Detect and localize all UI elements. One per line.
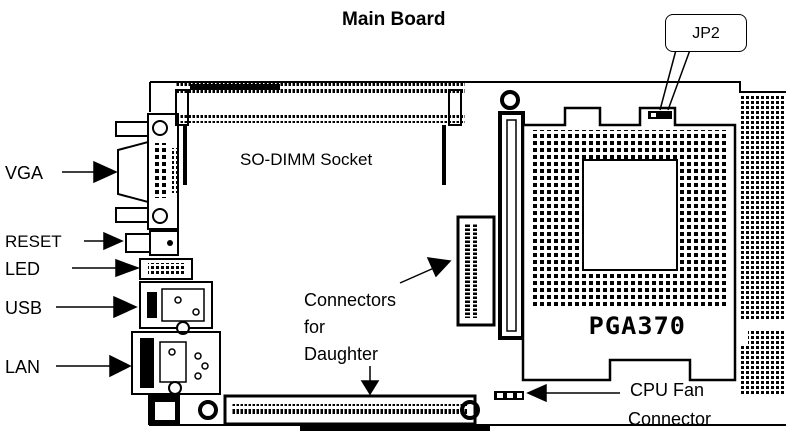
callout-arrows	[56, 160, 620, 403]
sodimm-label: SO-DIMM Socket	[240, 150, 373, 169]
jp2-callout: JP2	[665, 14, 747, 52]
connectors-label-line1: Connectors	[304, 290, 397, 310]
diagram-title: Main Board	[342, 9, 446, 30]
reset-led-area	[125, 230, 193, 280]
sodimm-socket	[175, 83, 465, 185]
lan-connector	[131, 331, 221, 395]
cpu-fan-connector	[494, 391, 524, 400]
led-label: LED	[5, 259, 41, 279]
connectors-label-line3: Daughter	[304, 344, 379, 364]
vga-label: VGA	[5, 163, 44, 183]
jp2-jumper	[648, 49, 691, 119]
usb-label: USB	[5, 298, 43, 318]
bottom-connector	[223, 394, 490, 431]
board-outline	[148, 81, 786, 426]
cpufan-label-line2: Connector	[628, 409, 712, 429]
jp2-label: JP2	[692, 25, 720, 42]
connectors-label-line2: for	[304, 317, 326, 337]
reset-label: RESET	[5, 232, 62, 251]
usb-connectors	[139, 281, 213, 335]
vga-connector	[115, 113, 179, 230]
cpufan-label-line1: CPU Fan	[630, 380, 705, 400]
daughter-connector	[456, 215, 496, 327]
cpu-socket-label: PGA370	[588, 312, 687, 340]
lan-label: LAN	[5, 357, 41, 377]
cpu-socket	[498, 106, 737, 382]
right-edge-headers	[740, 95, 786, 395]
